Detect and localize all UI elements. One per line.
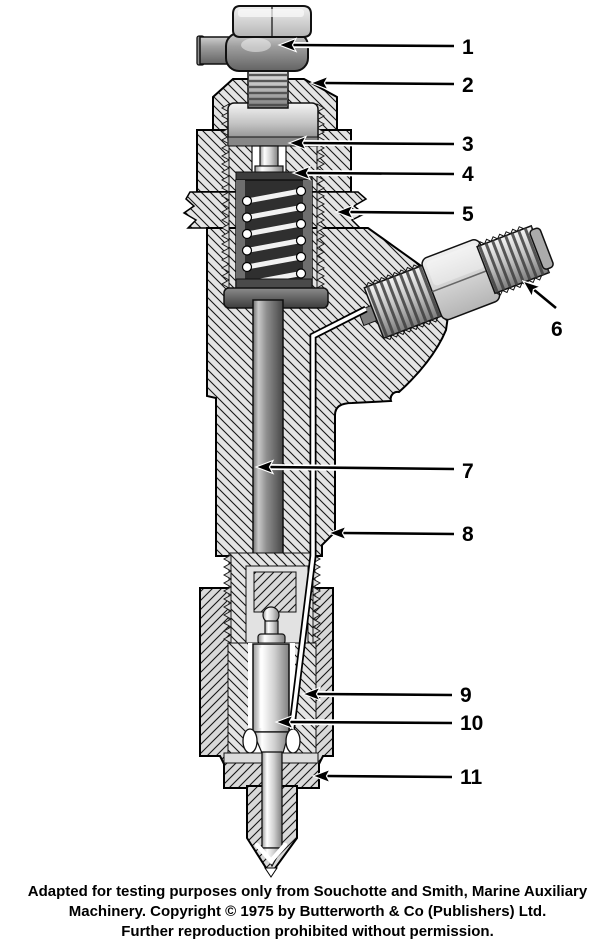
callout-label-3: 3 xyxy=(462,133,474,156)
callout-arrow-3 xyxy=(287,135,455,151)
spindle xyxy=(252,299,284,581)
callout-arrow-7 xyxy=(254,459,455,475)
needle-lower-stem xyxy=(261,751,283,849)
needle-valve xyxy=(242,643,301,754)
adjusting-nut xyxy=(227,102,319,147)
callout-arrow-11 xyxy=(311,768,453,784)
callout-label-8: 8 xyxy=(462,523,474,546)
caption-line-2: Machinery. Copyright © 1975 by Butterwor… xyxy=(68,903,547,920)
callout-label-1: 1 xyxy=(462,36,474,59)
spray-seat xyxy=(254,842,288,865)
adjusting-screw-tip xyxy=(251,145,287,175)
callout-label-10: 10 xyxy=(460,712,483,735)
cap-nut-hex xyxy=(232,5,312,38)
leak-off-connection xyxy=(196,32,309,72)
needle-guide xyxy=(245,565,309,645)
callout-arrow-6 xyxy=(521,279,558,311)
callout-label-6: 6 xyxy=(551,318,563,341)
caption: Adapted for testing purposes only from S… xyxy=(0,882,615,942)
callout-label-7: 7 xyxy=(462,460,474,483)
spray-hole xyxy=(264,867,278,878)
callout-arrow-4 xyxy=(291,165,455,181)
callout-label-11: 11 xyxy=(460,766,483,789)
caption-line-1: Adapted for testing purposes only from S… xyxy=(27,883,588,900)
callout-arrow-9 xyxy=(301,686,453,702)
callout-label-9: 9 xyxy=(460,684,472,707)
callout-label-4: 4 xyxy=(462,163,474,186)
callout-labels: 1 2 3 4 5 6 7 8 9 10 11 xyxy=(460,36,563,789)
callout-label-2: 2 xyxy=(462,74,474,97)
fuel-inlet-connector xyxy=(357,224,554,341)
callout-label-5: 5 xyxy=(462,203,474,226)
fuel-passage xyxy=(287,305,368,735)
callout-arrow-10 xyxy=(274,714,453,730)
callout-arrows xyxy=(254,37,558,784)
callout-arrow-2 xyxy=(309,75,455,91)
callout-arrow-5 xyxy=(334,204,455,220)
caption-line-3: Further reproduction prohibited without … xyxy=(121,923,494,940)
compression-spring xyxy=(235,171,313,293)
callout-arrow-8 xyxy=(327,525,455,541)
callout-arrow-1 xyxy=(277,37,455,53)
